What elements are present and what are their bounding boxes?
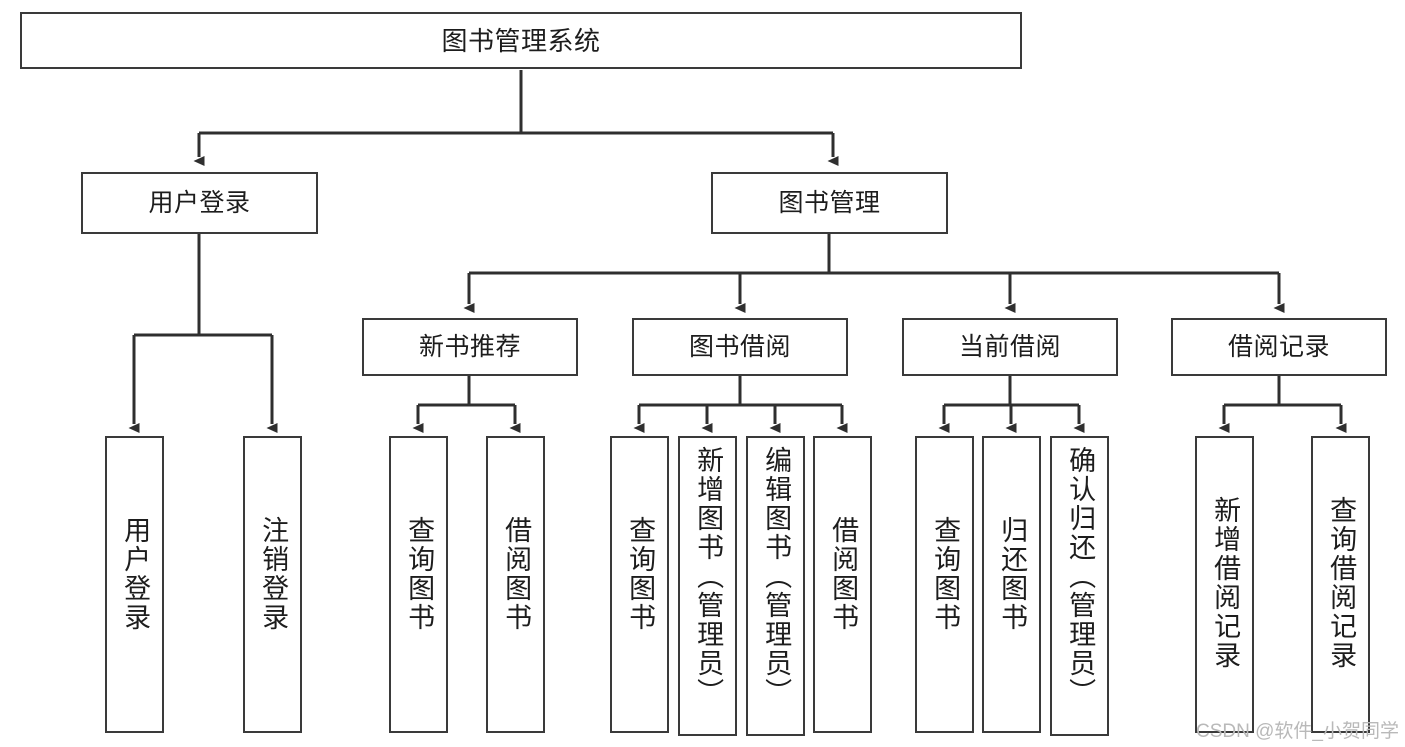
leaf-borrow-book-recommend[interactable]: 借阅图书: [486, 436, 545, 733]
node-label: 图书管理系统: [441, 25, 601, 56]
node-label: 编辑图书（管理员）: [761, 446, 792, 707]
node-label: 借阅记录: [1227, 332, 1330, 361]
node-label: 注销登录: [258, 516, 289, 632]
node-label: 查询图书: [930, 516, 961, 632]
leaf-add-book-admin[interactable]: 新增图书（管理员）: [678, 436, 737, 736]
leaf-user-login[interactable]: 用户登录: [105, 436, 164, 733]
node-new-book-recommend[interactable]: 新书推荐: [362, 318, 578, 376]
node-label: 新书推荐: [418, 332, 521, 361]
node-label: 新增图书（管理员）: [693, 446, 724, 707]
node-book-management[interactable]: 图书管理: [711, 172, 948, 234]
node-book-borrow[interactable]: 图书借阅: [632, 318, 848, 376]
node-label: 借阅图书: [828, 516, 859, 632]
node-label: 图书管理: [778, 188, 881, 217]
node-label: 确认归还（管理员）: [1065, 446, 1096, 707]
node-user-login[interactable]: 用户登录: [81, 172, 318, 234]
node-label: 图书借阅: [688, 332, 791, 361]
leaf-add-borrow-record[interactable]: 新增借阅记录: [1195, 436, 1254, 733]
leaf-return-book[interactable]: 归还图书: [982, 436, 1041, 733]
node-label: 新增借阅记录: [1210, 496, 1241, 670]
watermark-text: CSDN @软件_小贺同学: [1196, 721, 1399, 742]
node-label: 查询图书: [404, 516, 435, 632]
leaf-query-book-borrow[interactable]: 查询图书: [610, 436, 669, 733]
node-label: 用户登录: [120, 516, 151, 632]
node-label: 当前借阅: [958, 332, 1061, 361]
leaf-query-book-current[interactable]: 查询图书: [915, 436, 974, 733]
node-label: 用户登录: [148, 188, 251, 217]
node-borrow-record[interactable]: 借阅记录: [1171, 318, 1387, 376]
node-root-system[interactable]: 图书管理系统: [20, 12, 1022, 69]
leaf-query-borrow-record[interactable]: 查询借阅记录: [1311, 436, 1370, 733]
node-label: 查询图书: [625, 516, 656, 632]
node-label: 查询借阅记录: [1326, 496, 1357, 670]
node-label: 借阅图书: [501, 516, 532, 632]
leaf-edit-book-admin[interactable]: 编辑图书（管理员）: [746, 436, 805, 736]
node-current-borrow[interactable]: 当前借阅: [902, 318, 1118, 376]
leaf-confirm-return-admin[interactable]: 确认归还（管理员）: [1050, 436, 1109, 736]
leaf-query-book-recommend[interactable]: 查询图书: [389, 436, 448, 733]
leaf-borrow-book[interactable]: 借阅图书: [813, 436, 872, 733]
leaf-logout[interactable]: 注销登录: [243, 436, 302, 733]
node-label: 归还图书: [997, 516, 1028, 632]
